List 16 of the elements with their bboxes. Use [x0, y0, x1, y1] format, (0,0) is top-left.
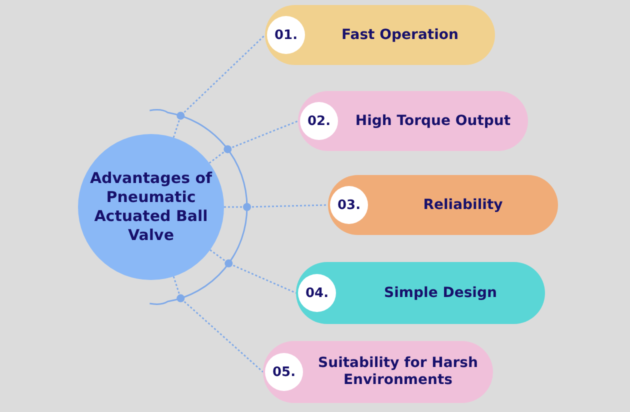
dotted-connector — [172, 34, 266, 138]
dotted-connector — [208, 120, 298, 164]
number-badge: 03. — [330, 186, 368, 224]
dotted-connector — [224, 204, 328, 208]
number-badge: 04. — [298, 274, 336, 312]
topic-title: Advantages of Pneumatic Actuated Ball Valve — [88, 169, 214, 245]
advantage-label: Suitability for Harsh Environments — [317, 355, 479, 389]
advantage-label: Fast Operation — [340, 26, 460, 44]
advantage-label: Reliability — [422, 196, 504, 214]
dotted-connector — [172, 276, 264, 373]
dotted-connector — [210, 249, 296, 294]
number-badge: 02. — [300, 102, 338, 140]
number-badge: 01. — [267, 16, 305, 54]
advantage-label: Simple Design — [383, 284, 498, 302]
number-badge: 05. — [265, 353, 303, 391]
advantage-label: High Torque Output — [354, 112, 512, 130]
